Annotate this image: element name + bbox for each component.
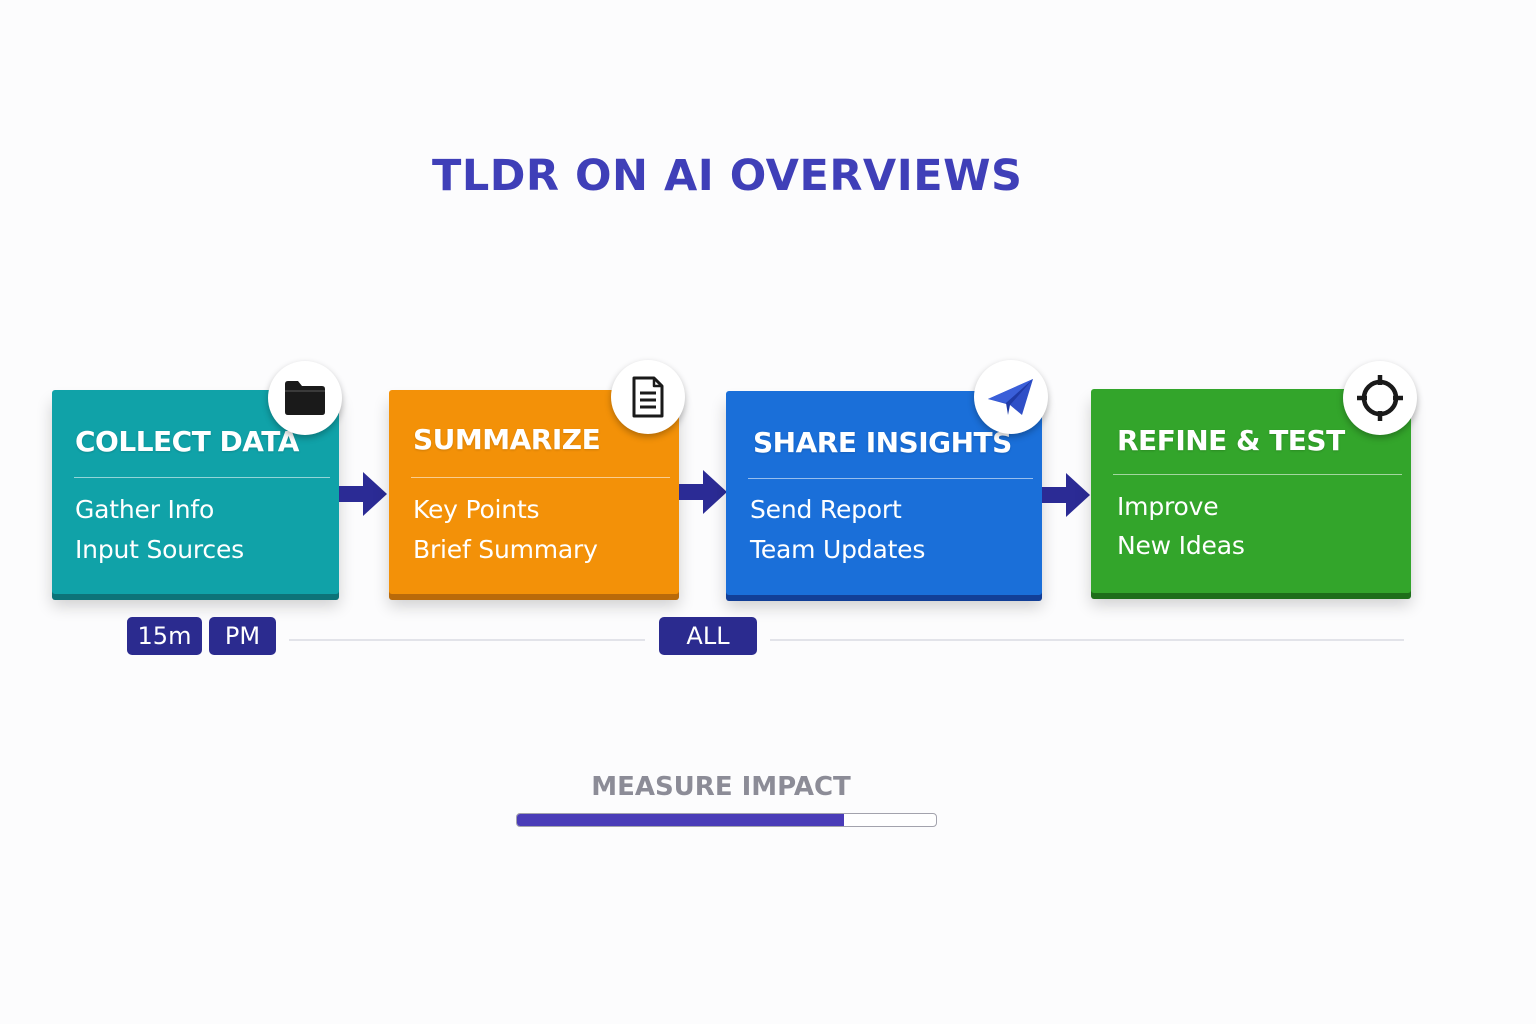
step-detail: Brief Summary [413,535,598,564]
step-detail: Gather Info [75,495,215,524]
arrow-right-icon [339,472,387,516]
arrow-right-icon [1042,473,1090,517]
measure-impact-progress [516,813,937,827]
step-divider [74,477,330,478]
arrow-right-icon [679,470,727,514]
step-detail: Team Updates [750,535,926,564]
timeline-divider [289,639,645,641]
step-heading: COLLECT DATA [75,425,299,458]
document-icon [611,360,685,434]
step-card-summarize: SUMMARIZE Key Points Brief Summary [389,390,679,594]
step-heading: REFINE & TEST [1117,424,1345,457]
step-divider [1113,474,1402,475]
timeline-divider [770,639,1404,641]
step-card-share-insights: SHARE INSIGHTS Send Report Team Updates [726,391,1042,595]
step-detail: Improve [1117,492,1219,521]
tag-audience: ALL [659,617,757,655]
measure-impact-label: MEASURE IMPACT [591,772,851,802]
page-title: TLDR ON AI OVERVIEWS [432,151,1023,201]
progress-fill [517,814,844,826]
step-detail: New Ideas [1117,531,1245,560]
step-detail: Key Points [413,495,540,524]
step-divider [411,477,670,478]
tag-duration: 15m [127,617,202,655]
step-detail: Send Report [750,495,902,524]
step-divider [748,478,1033,479]
step-heading: SHARE INSIGHTS [753,426,1012,459]
folder-icon [268,361,342,435]
step-detail: Input Sources [75,535,244,564]
tag-owner: PM [209,617,276,655]
paper-plane-icon [974,360,1048,434]
step-heading: SUMMARIZE [413,423,601,456]
crosshair-icon [1343,361,1417,435]
